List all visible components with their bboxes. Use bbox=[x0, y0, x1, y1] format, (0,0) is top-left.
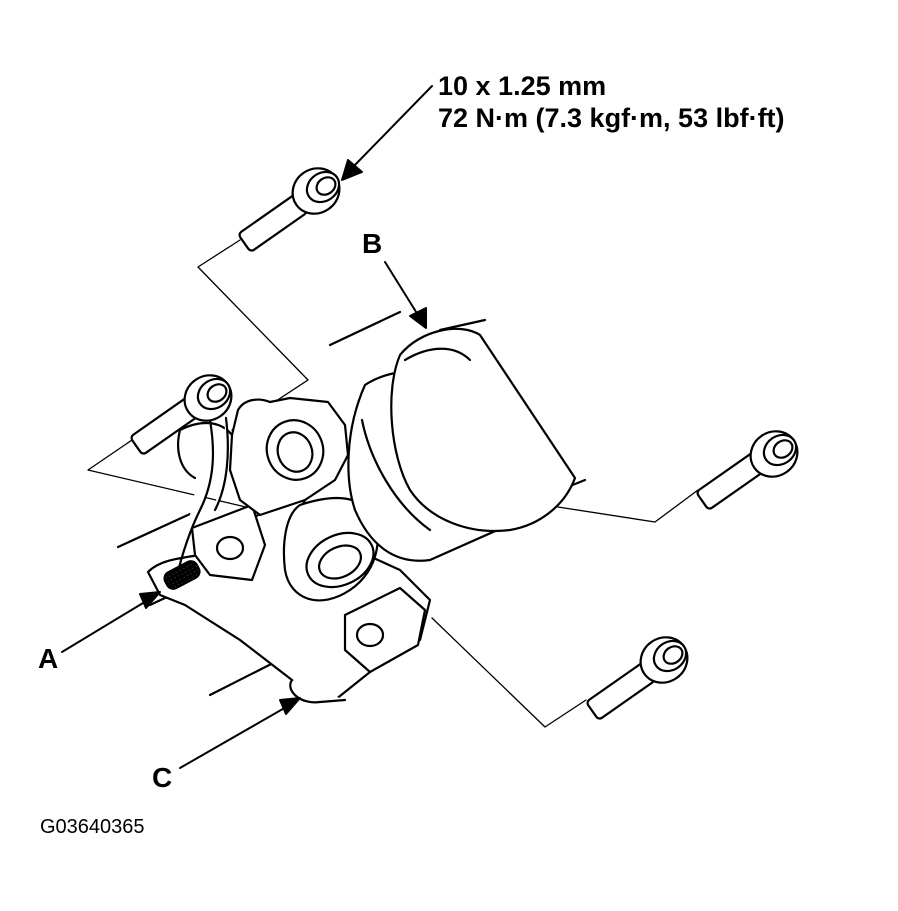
callout-arrows bbox=[61, 85, 433, 769]
bolt-size-label: 10 x 1.25 mm bbox=[438, 71, 607, 101]
bolt-left bbox=[130, 374, 233, 455]
bolt-right bbox=[696, 430, 799, 510]
bolt-lower bbox=[586, 636, 689, 720]
dowel-pin bbox=[163, 560, 201, 590]
callout-a-label: A bbox=[38, 643, 59, 674]
bracket-upper-lobe bbox=[176, 396, 350, 574]
bearing-housing bbox=[347, 327, 577, 562]
callout-c-label: C bbox=[152, 762, 173, 793]
torque-value-label: 72 N·m (7.3 kgf·m, 53 lbf·ft) bbox=[438, 103, 785, 133]
bolt-upper bbox=[238, 167, 341, 252]
bearing-support-bracket bbox=[146, 496, 432, 704]
callout-b-label: B bbox=[362, 228, 383, 259]
figure-id: G03640365 bbox=[40, 816, 145, 838]
torque-spec: 10 x 1.25 mm 72 N·m (7.3 kgf·m, 53 lbf·f… bbox=[438, 70, 785, 134]
